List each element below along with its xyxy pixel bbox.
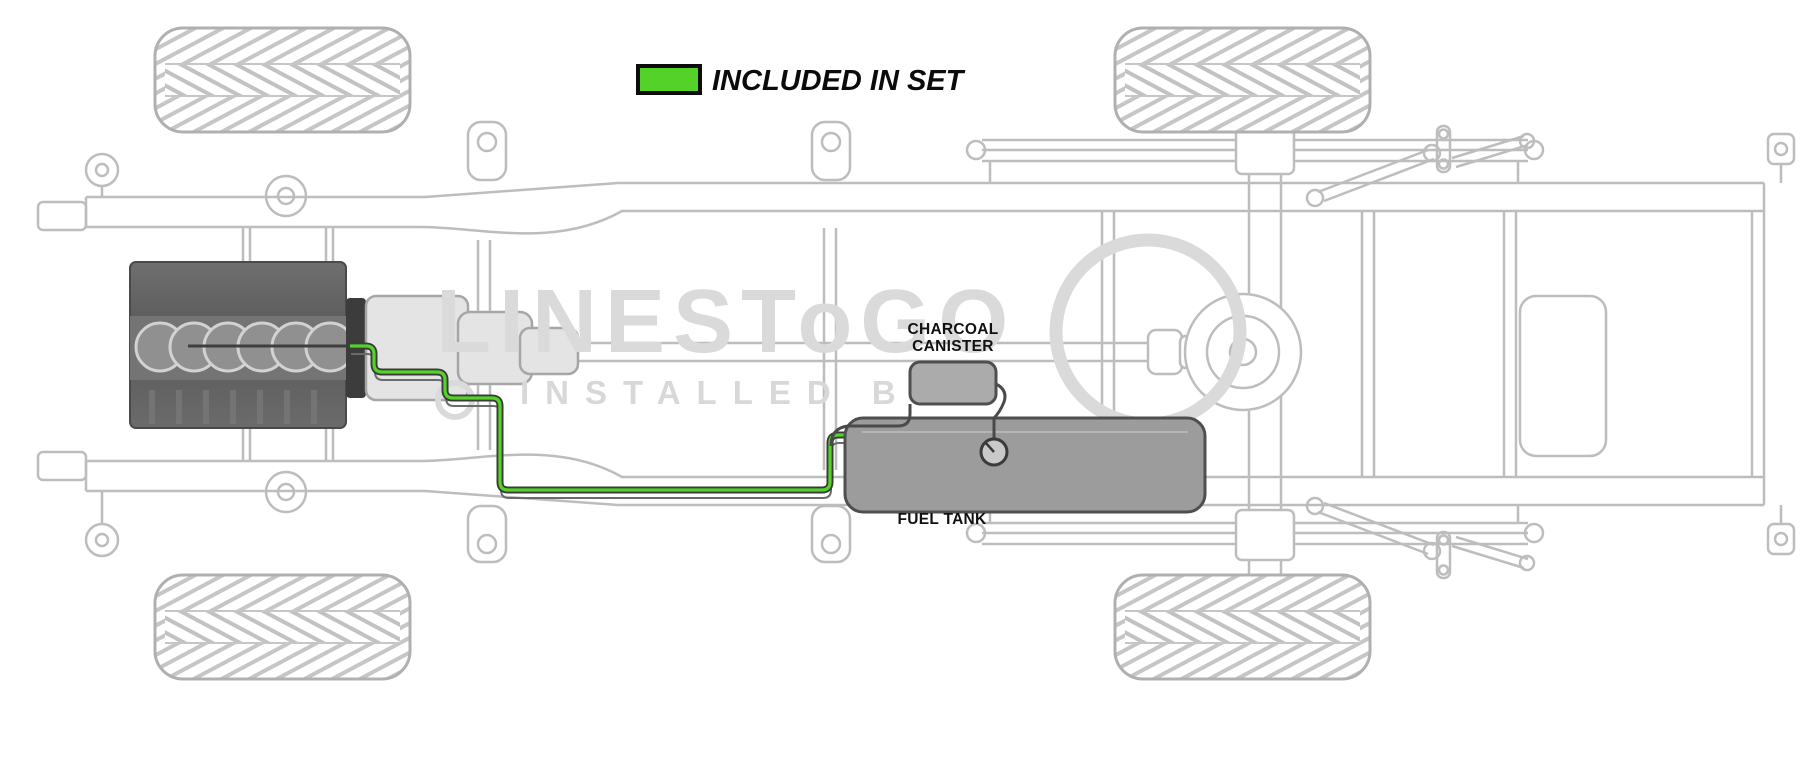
tire-rear-right-top [1113,26,1372,134]
charcoal-canister-label-line1: CHARCOAL [907,321,998,338]
included-fuel-line [350,344,855,492]
tow-eye-bottom [84,491,120,558]
watermark-tagline: INSTALLED BY [520,374,950,411]
tow-eye-top [84,152,120,197]
rear-lower-links [1305,496,1536,580]
watermark: LINESToGO INSTALLED BY [435,233,1247,431]
engine-mount-top [264,174,308,218]
cab-mount-tabs [466,120,852,564]
engine-ribs [149,390,317,424]
fuel-tank-label: FUEL TANK [897,511,987,528]
engine-mount-bottom [264,470,308,514]
u-joint [1146,328,1184,376]
driveshaft [578,341,1180,363]
watermark-brand: LINESToGO [436,272,1016,372]
legend-label: INCLUDED IN SET [712,65,966,97]
front-bracket-top [36,200,88,232]
canister-lines [829,382,1007,447]
filler-fitting [979,437,1009,467]
rear-corner-brackets [1766,132,1796,556]
rear-upper-links [1305,124,1536,208]
legend: INCLUDED IN SET [636,64,966,97]
front-bracket-bottom [36,450,88,482]
fuel-tank [843,416,1207,514]
companion-line [351,353,856,499]
charcoal-canister [908,360,998,406]
legend-swatch [636,64,702,95]
fuel-lines [188,342,856,499]
tire-front-left-bottom [153,573,412,681]
spare-carrier [1518,294,1608,458]
tire-front-left [153,26,412,134]
tire-rear-right-bottom [1113,573,1372,681]
charcoal-canister-label-line2: CANISTER [912,338,994,355]
